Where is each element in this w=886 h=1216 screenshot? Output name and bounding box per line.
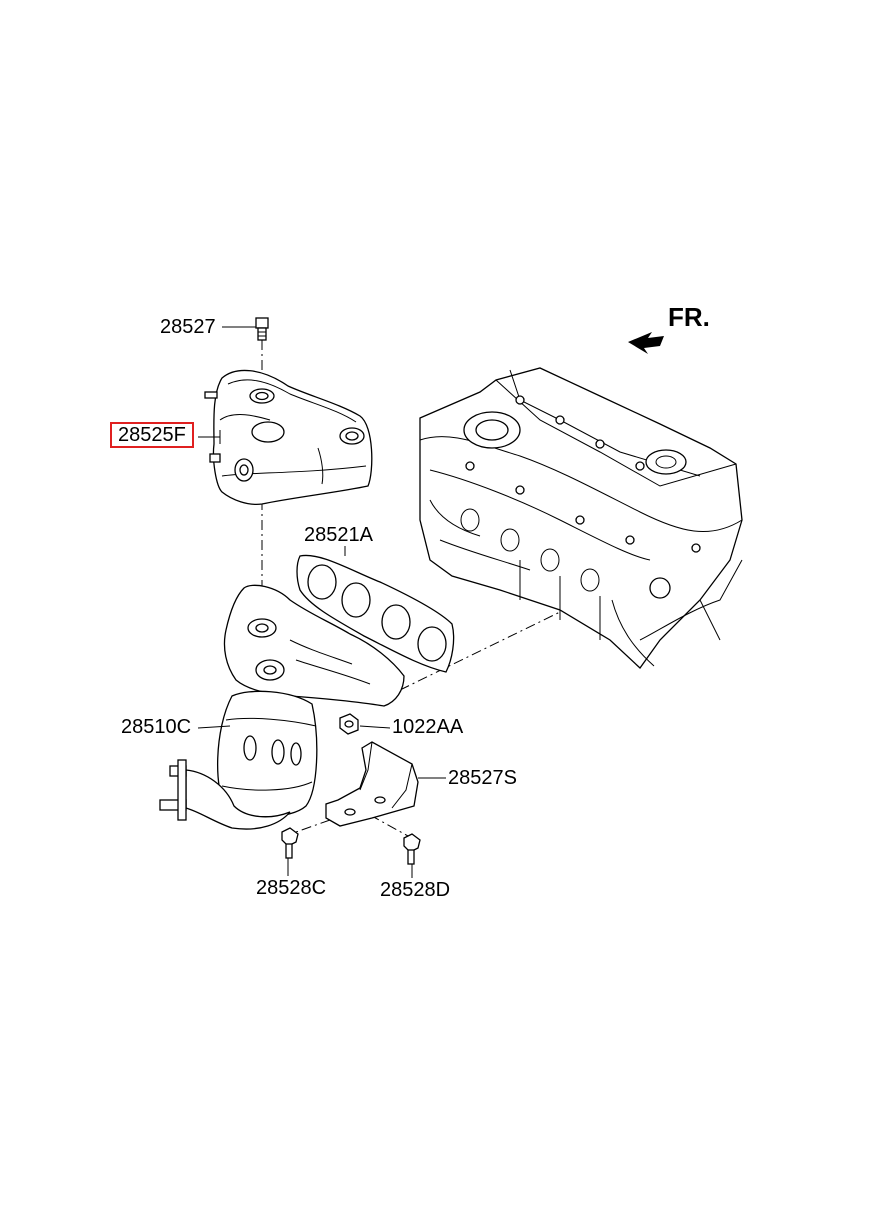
bolt-28528D: [403, 833, 421, 865]
part-label-28510C: 28510C: [121, 716, 192, 738]
nut-1022AA: [339, 713, 359, 735]
part-label-28521A: 28521A: [304, 524, 373, 546]
part-label-1022AA: 1022AA: [392, 716, 464, 738]
gasket-28521A: [296, 554, 455, 673]
exhaust-manifold-28510C: [159, 584, 405, 830]
bolt-28528C: [281, 827, 299, 859]
heat-protector-28525F: [204, 369, 373, 506]
part-label-28527S: 28527S: [448, 767, 517, 789]
part-label-28527: 28527: [160, 316, 216, 338]
bolt-28527: [255, 317, 269, 341]
front-direction-arrow: [628, 332, 664, 354]
direction-label-fr: FR.: [668, 302, 710, 332]
part-label-28528C: 28528C: [256, 877, 327, 899]
engine-cylinder-head: [419, 367, 743, 669]
bracket-28527S: [325, 741, 419, 827]
part-label-28528D: 28528D: [380, 879, 451, 901]
leader-lines: [197, 326, 446, 878]
part-label-28525F-highlighted: 28525F: [110, 422, 194, 448]
